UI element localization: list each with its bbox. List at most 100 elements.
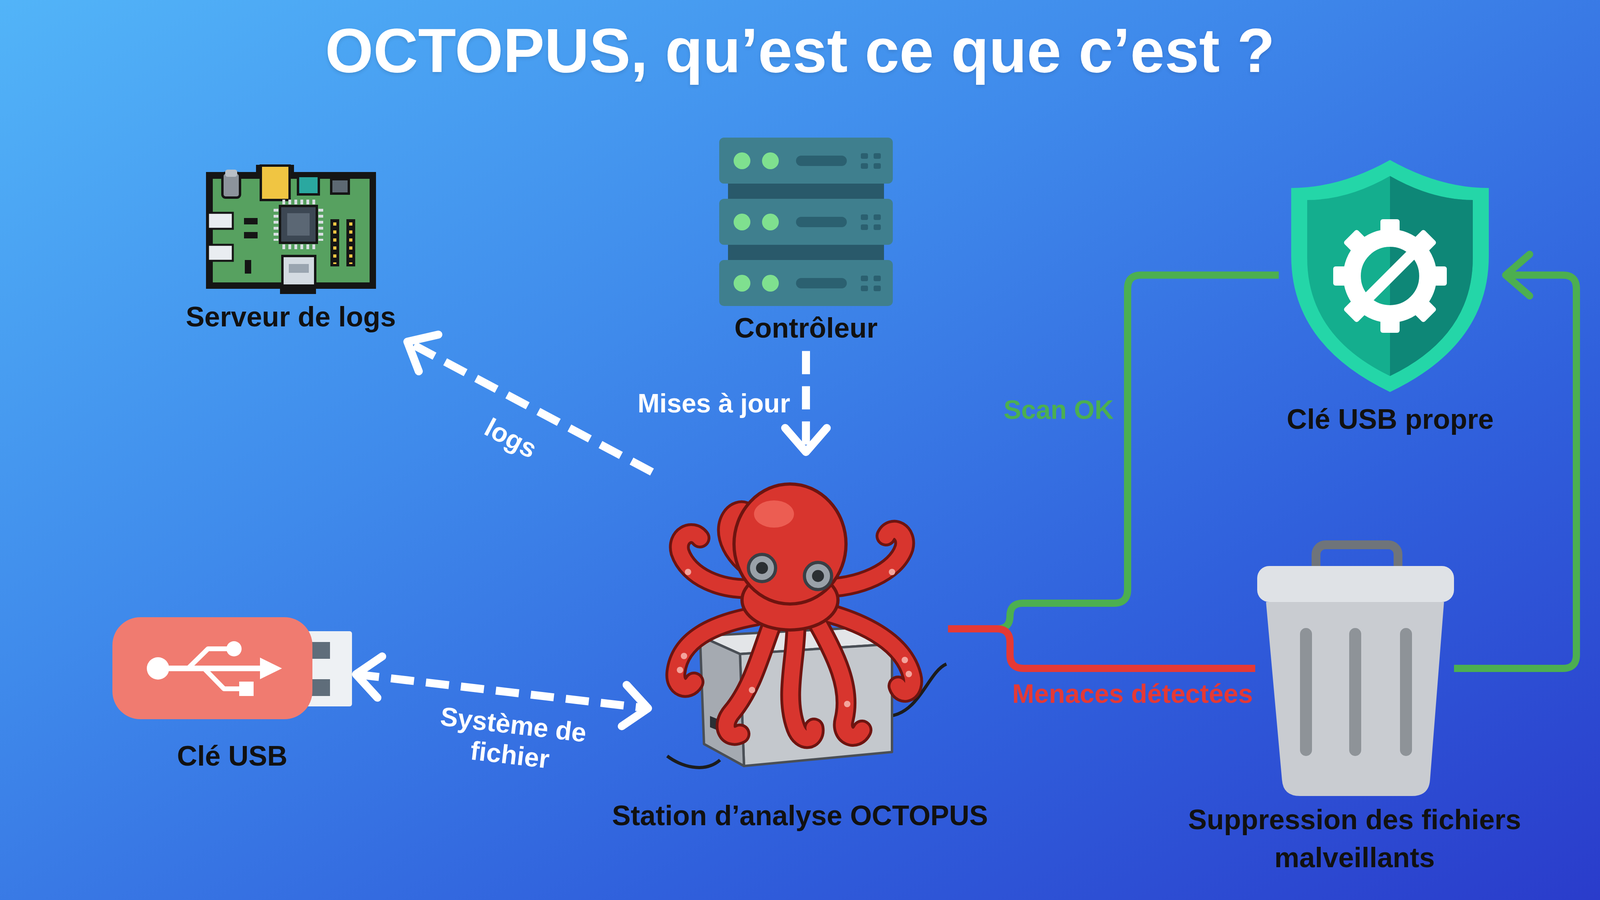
dashed-line (407, 341, 652, 472)
clean-usb-shield-part (1333, 219, 1447, 333)
solid-line (948, 275, 1279, 629)
edge-label: Menaces détectées (1012, 678, 1254, 710)
controller-server-part-part (873, 275, 881, 282)
clean-usb-shield (1291, 160, 1489, 392)
octopus-station-part-part (816, 620, 862, 737)
dashed-line (356, 674, 648, 709)
controller-server-part (796, 278, 847, 289)
usb-key-icon-part (239, 681, 254, 696)
controller-server-part-part (873, 163, 881, 169)
log-server-board-part (208, 244, 233, 261)
controller-server-part (796, 216, 847, 228)
dashed-line (802, 351, 810, 453)
octopus-station-part-part (726, 624, 772, 736)
log-server-board-part (298, 176, 319, 195)
controller-server-part-part (860, 214, 868, 220)
log-server-board-part (346, 219, 356, 267)
controller-server-part-part (860, 224, 868, 230)
octopus-station (667, 484, 947, 768)
controller-server-part (860, 153, 881, 292)
controller-server-part-part (873, 285, 881, 292)
octopus-station-part (734, 484, 846, 604)
octopus-station-part-part (676, 666, 684, 674)
controller-server-part (733, 213, 751, 231)
controller-server-part-part (873, 214, 881, 220)
octopus-station-part-part (790, 624, 815, 739)
diagram-title: OCTOPUS, qu’est ce que c’est ? (0, 15, 1600, 87)
controller-server-part-part (860, 275, 868, 282)
trash-can-part (1349, 628, 1362, 756)
trash-can-part (1266, 602, 1444, 796)
usb-key-icon-part (260, 657, 282, 680)
arrow-head (407, 334, 438, 372)
clean-usb-shield-part-part (1358, 244, 1422, 308)
edge-label: Scan OK (1003, 394, 1114, 426)
controller-server-part (728, 182, 884, 201)
octopus-station-part-part (680, 652, 688, 660)
usb-key-icon-part (112, 617, 313, 720)
node-label: Clé USB (176, 737, 288, 776)
usb-key-icon-part (226, 641, 242, 657)
controller-server-part (719, 198, 893, 245)
connector (948, 628, 1256, 669)
usb-key-icon (112, 617, 352, 720)
octopus-station-part (812, 570, 824, 582)
octopus-station-part-part (901, 656, 908, 664)
log-server-board-part (318, 208, 324, 241)
usb-key-icon-part (188, 648, 228, 669)
usb-key-icon-part (158, 665, 264, 672)
log-server-board-part (273, 208, 279, 241)
log-server-board-part (331, 179, 349, 194)
controller-server-part (733, 152, 751, 170)
clean-usb-shield-part (1291, 160, 1489, 392)
trash-can-part (1257, 566, 1454, 602)
edge-label: Système de fichier (420, 699, 603, 781)
octopus-station-part-part (790, 624, 815, 739)
controller-server-part (762, 152, 779, 170)
octopus-station-part (667, 756, 720, 768)
station-node: Station d’analyse OCTOPUS (652, 456, 948, 776)
log-server-node: Serveur de logs (177, 158, 404, 340)
log-server-board-part (330, 219, 340, 267)
connector (948, 275, 1279, 629)
octopus-station-part-part (816, 620, 862, 737)
octopus-station-part-part (676, 616, 756, 688)
clean-usb-node: Clé USB propre (1278, 158, 1502, 443)
octopus-station-part-part (905, 670, 912, 678)
octopus-station-part-part (726, 624, 772, 736)
log-server-board-part (244, 218, 258, 225)
log-server-board-part (282, 199, 316, 205)
arrow-head (785, 428, 827, 452)
controller-server-part-part (873, 153, 881, 159)
octopus-station-part (804, 562, 832, 590)
log-server-board-part (225, 169, 238, 177)
trash-node: Suppression des fichiers malveillants (1255, 540, 1454, 796)
log-server-board-part (282, 244, 316, 250)
log-server-board-part (206, 164, 376, 294)
log-server-board-part (282, 256, 316, 286)
controller-server-part-part (873, 224, 881, 230)
log-server-board-part (287, 213, 310, 236)
controller-server-part-part (860, 163, 868, 169)
arrow-head (356, 656, 383, 698)
octopus-station-part-part (748, 686, 756, 694)
connector (1454, 254, 1577, 669)
log-server-board-part (288, 264, 309, 273)
controller-server-part (762, 274, 779, 292)
connector (407, 334, 652, 472)
node-label: Suppression des fichiers malveillants (1174, 800, 1535, 877)
log-server-board (206, 164, 376, 294)
trash-can (1257, 544, 1454, 796)
node-label: Contrôleur (734, 309, 878, 348)
trash-can-part (1400, 628, 1412, 756)
solid-line (1454, 275, 1577, 669)
log-server-board-part (244, 232, 258, 239)
log-server-board-part (244, 260, 252, 274)
arrow-head (1505, 254, 1530, 296)
octopus-station-part-part (844, 700, 851, 708)
trash-can-part (1300, 628, 1312, 756)
edge-label: Mises à jour (637, 388, 790, 419)
octopus-station-part (748, 554, 776, 582)
octopus-station-part-part (684, 568, 692, 576)
